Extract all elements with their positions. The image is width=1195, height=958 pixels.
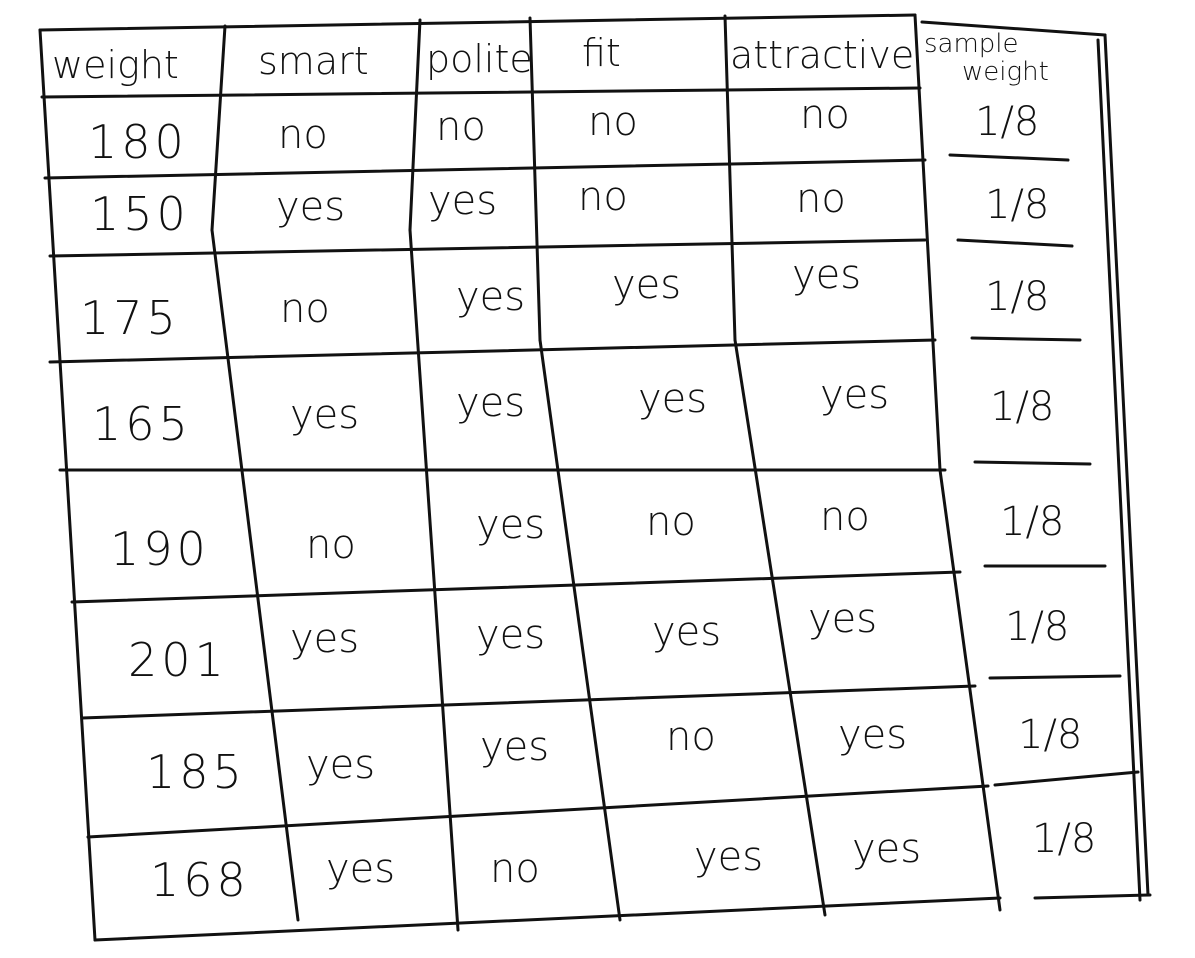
grid-line-row2: [48, 238, 927, 258]
grid-line-sample4: [973, 460, 1092, 466]
grid-line-col5b: [938, 468, 1002, 912]
cell-polite: yes: [476, 502, 545, 548]
header-fit: fit: [582, 31, 621, 75]
cell-fit: yes: [638, 376, 707, 422]
cell-attractive: no: [800, 92, 850, 138]
cell-polite: yes: [456, 380, 525, 426]
cell-smart: yes: [306, 742, 375, 788]
cell-sample-weight: 1/8: [990, 384, 1054, 430]
cell-fit: no: [666, 714, 716, 760]
cell-sample-weight: 1/8: [1000, 499, 1064, 545]
header-sample-line2: weight: [962, 57, 1049, 87]
cell-sample-weight: 1/8: [985, 182, 1049, 228]
grid-line-row1: [43, 158, 927, 180]
grid-line-row7: [86, 784, 990, 839]
grid-line-row6: [80, 684, 977, 720]
cell-polite: no: [436, 104, 486, 150]
cell-fit: no: [646, 499, 696, 545]
cell-fit: no: [588, 99, 638, 145]
table-grid: [38, 13, 1152, 942]
grid-line-col4b: [733, 338, 827, 917]
cell-weight: 190: [110, 522, 210, 576]
cell-attractive: no: [820, 494, 870, 540]
cell-sample-weight: 1/8: [985, 274, 1049, 320]
grid-line-row3: [48, 338, 937, 364]
grid-line-right: [1103, 33, 1150, 897]
cell-smart: no: [278, 112, 328, 158]
grid-line-sample2: [956, 238, 1074, 248]
cell-smart: yes: [290, 392, 359, 438]
cell-sample-weight: 1/8: [975, 99, 1039, 145]
header-smart: smart: [258, 39, 369, 83]
cell-attractive: no: [796, 176, 846, 222]
table-row: 150 yes yes no no 1/8: [90, 174, 1049, 241]
grid-line-col5: [913, 13, 942, 472]
grid-line-col2: [408, 18, 422, 232]
grid-line-sample1: [948, 153, 1070, 162]
table-row: 190 no yes no no 1/8: [110, 494, 1064, 576]
grid-line-sample6: [988, 674, 1122, 680]
table-row: 165 yes yes yes yes 1/8: [92, 372, 1054, 451]
grid-line-sample7: [993, 770, 1140, 787]
cell-sample-weight: 1/8: [1018, 712, 1082, 758]
cell-polite: yes: [456, 274, 525, 320]
grid-line-left: [38, 28, 97, 942]
cell-attractive: yes: [852, 826, 921, 872]
cell-weight: 185: [146, 745, 246, 799]
grid-line-row5: [70, 570, 962, 604]
grid-line-col2b: [408, 228, 460, 932]
cell-attractive: yes: [792, 252, 861, 298]
grid-line-col3: [528, 16, 542, 342]
cell-weight: 201: [128, 633, 228, 687]
cell-sample-weight: 1/8: [1032, 816, 1096, 862]
cell-smart: no: [306, 522, 356, 568]
cell-fit: no: [578, 174, 628, 220]
table-row: 201 yes yes yes yes 1/8: [128, 596, 1069, 687]
cell-attractive: yes: [820, 372, 889, 418]
cell-weight: 150: [90, 187, 190, 241]
header-attractive: attractive: [730, 33, 914, 77]
grid-line-col1b: [210, 228, 300, 922]
cell-polite: no: [490, 846, 540, 892]
cell-smart: no: [280, 286, 330, 332]
header-polite: polite: [426, 37, 533, 81]
cell-fit: yes: [694, 834, 763, 880]
grid-line-top: [38, 13, 917, 32]
grid-line-header: [40, 86, 922, 99]
cell-smart: yes: [326, 846, 395, 892]
cell-attractive: yes: [838, 712, 907, 758]
cell-fit: yes: [612, 262, 681, 308]
header-weight: weight: [52, 43, 179, 87]
cell-polite: yes: [480, 724, 549, 770]
cell-attractive: yes: [808, 596, 877, 642]
cell-weight: 168: [150, 853, 250, 907]
cell-fit: yes: [652, 609, 721, 655]
table-row: 180 no no no no 1/8: [88, 92, 1039, 169]
grid-line-bottom: [93, 896, 1002, 942]
grid-line-sample3: [970, 336, 1082, 342]
cell-smart: yes: [276, 184, 345, 230]
table-header: weight smart polite fit attractive sampl…: [52, 29, 1049, 87]
cell-weight: 180: [88, 115, 188, 169]
grid-line-col4: [723, 14, 737, 342]
table-row: 185 yes yes no yes 1/8: [146, 712, 1082, 799]
cell-sample-weight: 1/8: [1005, 604, 1069, 650]
grid-line-top-sample: [920, 20, 1107, 37]
table-row: 175 no yes yes yes 1/8: [80, 252, 1049, 345]
cell-polite: yes: [428, 178, 497, 224]
grid-line-sample8: [1033, 893, 1152, 900]
grid-line-right-inner: [1096, 38, 1142, 902]
cell-weight: 175: [80, 291, 180, 345]
grid-line-col3b: [538, 338, 622, 922]
header-sample-line1: sample: [924, 29, 1019, 59]
table-row: 168 yes no yes yes 1/8: [150, 816, 1096, 907]
grid-line-col1: [210, 24, 227, 232]
cell-weight: 165: [92, 397, 192, 451]
cell-smart: yes: [290, 616, 359, 662]
cell-polite: yes: [476, 612, 545, 658]
